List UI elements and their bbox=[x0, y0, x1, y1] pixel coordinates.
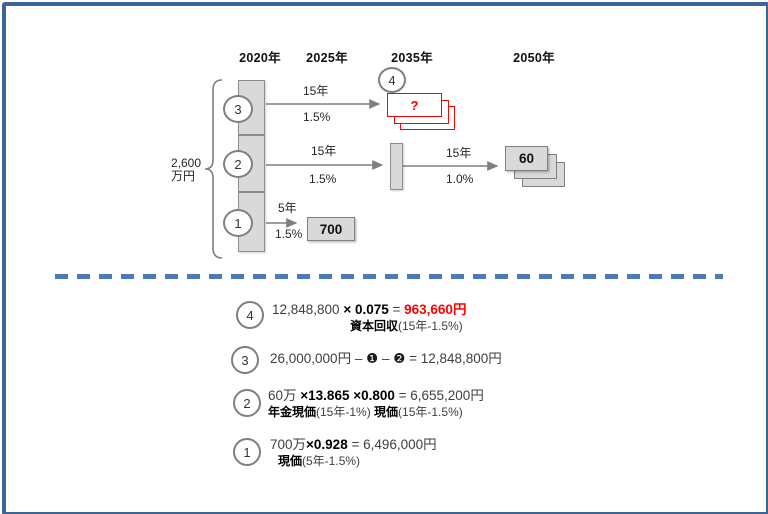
calc1-formula: 700万×0.928 = 6,496,000円 bbox=[270, 437, 437, 453]
calc3-formula: 26,000,000円 – ❶ – ❷ = 12,848,800円 bbox=[270, 351, 502, 367]
calc4-factor: × 0.075 bbox=[343, 302, 393, 317]
calc2-note-params1: (15年-1%) bbox=[316, 405, 375, 419]
year-label-2035: 2035年 bbox=[391, 51, 433, 65]
calc2-note-term1: 年金現価 bbox=[268, 405, 317, 419]
total-brace bbox=[204, 79, 223, 259]
arrow2b-rate-label: 1.0% bbox=[446, 172, 474, 186]
calc1-result: = 6,496,000円 bbox=[347, 437, 437, 452]
calc4-formula: 12,848,800 × 0.075 = 963,660円 bbox=[272, 302, 466, 318]
calc4-note-term: 資本回収 bbox=[350, 319, 399, 333]
dashed-divider bbox=[55, 274, 723, 279]
calc2-note: 年金現価(15年-1%) 現価(15年-1.5%) bbox=[268, 405, 484, 419]
calc3-num: 3 bbox=[241, 352, 249, 368]
card-60-value: 60 bbox=[518, 151, 535, 166]
total-amount-line1: 2,600 bbox=[171, 156, 202, 170]
box-700-value: 700 bbox=[319, 221, 343, 237]
year-label-2050: 2050年 bbox=[513, 51, 555, 65]
arrow3-rate-label: 1.5% bbox=[303, 110, 331, 124]
connector-layer bbox=[204, 79, 499, 259]
calc2-note-term2: 現価 bbox=[374, 405, 399, 419]
circle-2-label: 2 bbox=[234, 156, 242, 172]
calc4-result: 963,660円 bbox=[404, 302, 467, 317]
arrow3-period-label: 15年 bbox=[303, 84, 329, 98]
calc4-text: 12,848,800 × 0.075 = 963,660円 資本回収(15年-1… bbox=[272, 302, 466, 333]
calc1-note-term: 現価 bbox=[278, 454, 303, 468]
circle-4-label: 4 bbox=[388, 72, 396, 88]
calc1-text: 700万×0.928 = 6,496,000円 現価(5年-1.5%) bbox=[270, 437, 437, 468]
calc2-circle: 2 bbox=[233, 389, 261, 417]
calc4-equals: = bbox=[392, 302, 405, 317]
circle-1-marker: 1 bbox=[223, 209, 253, 237]
circle-2-marker: 2 bbox=[223, 150, 253, 178]
calc3-circle: 3 bbox=[231, 346, 259, 374]
calc1-note-params: (5年-1.5%) bbox=[302, 454, 361, 468]
calc4-circle: 4 bbox=[236, 301, 264, 329]
calc2-formula: 60万 ×13.865 ×0.800 = 6,655,200円 bbox=[268, 388, 484, 404]
calc1-note: 現価(5年-1.5%) bbox=[278, 454, 437, 468]
calc4-note: 資本回収(15年-1.5%) bbox=[350, 319, 466, 333]
year-label-2025: 2025年 bbox=[306, 51, 348, 65]
calc3-result: = 12,848,800円 bbox=[405, 351, 502, 366]
unknown-card-value: ? bbox=[410, 97, 419, 113]
calc2-note-params2: (15年-1.5%) bbox=[398, 405, 463, 419]
calc2-factors: ×13.865 ×0.800 bbox=[300, 388, 395, 403]
year-label-2020: 2020年 bbox=[239, 51, 281, 65]
calc3-minus2-badge: ❷ bbox=[393, 351, 406, 366]
arrow1-period-label: 5年 bbox=[278, 201, 297, 215]
arrow1-rate-label: 1.5% bbox=[275, 227, 303, 241]
calc4-note-params: (15年-1.5%) bbox=[398, 319, 463, 333]
arrow2-rate-label: 1.5% bbox=[309, 172, 337, 186]
calc4-num: 4 bbox=[246, 307, 254, 323]
calc2-text: 60万 ×13.865 ×0.800 = 6,655,200円 年金現価(15年… bbox=[268, 388, 484, 419]
calc2-operand: 60万 bbox=[268, 388, 301, 403]
calc4-operand: 12,848,800 bbox=[272, 302, 344, 317]
circle-4-marker: 4 bbox=[378, 67, 406, 93]
calc2-num: 2 bbox=[243, 395, 251, 411]
total-amount-line2: 万円 bbox=[171, 169, 196, 183]
total-amount-label: 2,600 万円 bbox=[171, 157, 201, 183]
calc2-result: = 6,655,200円 bbox=[394, 388, 484, 403]
circle-3-marker: 3 bbox=[223, 95, 253, 123]
calc3-text: 26,000,000円 – ❶ – ❷ = 12,848,800円 bbox=[270, 351, 502, 367]
arrow2b-period-label: 15年 bbox=[446, 146, 472, 160]
calc1-circle: 1 bbox=[233, 438, 261, 466]
calc3-minus1-badge: ❶ bbox=[366, 351, 379, 366]
circle-3-label: 3 bbox=[234, 101, 242, 117]
calc3-operand: 26,000,000円 – bbox=[270, 351, 367, 366]
unknown-card-front: ? bbox=[387, 93, 442, 117]
calc1-operand: 700万 bbox=[270, 437, 307, 452]
calc3-minus-sign: – bbox=[378, 351, 394, 366]
arrow2-period-label: 15年 bbox=[311, 144, 337, 158]
circle-1-label: 1 bbox=[234, 215, 242, 231]
calc1-num: 1 bbox=[243, 444, 251, 460]
card-60-front: 60 bbox=[505, 146, 548, 171]
calc1-factor: ×0.928 bbox=[306, 437, 348, 452]
pivot-bar-2035 bbox=[390, 143, 403, 190]
box-700: 700 bbox=[307, 217, 355, 241]
